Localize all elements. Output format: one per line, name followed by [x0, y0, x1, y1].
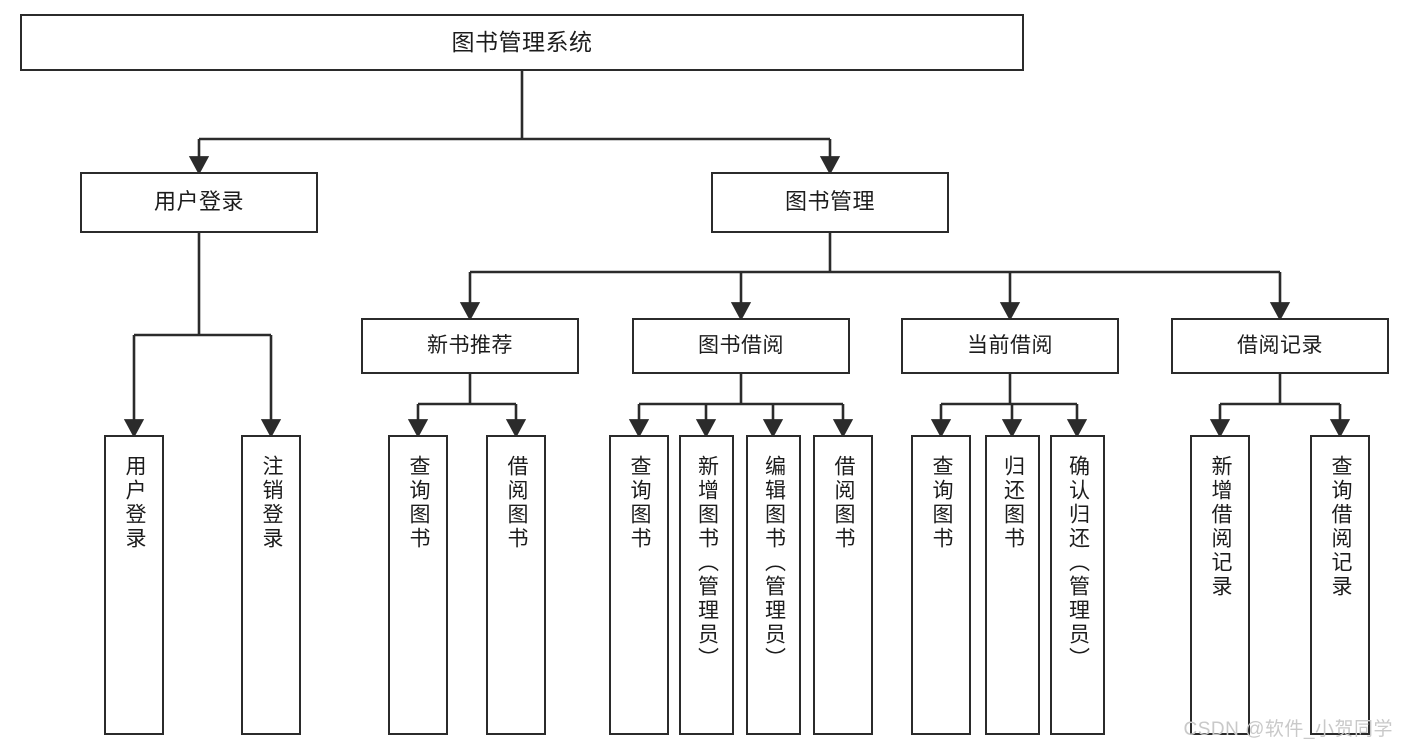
leaf-edit-book[interactable]: 编辑图书（管理员）: [746, 435, 801, 735]
node-new-book-recommend[interactable]: 新书推荐: [361, 318, 579, 374]
node-borrow-record[interactable]: 借阅记录: [1171, 318, 1389, 374]
leaf-query-book-1-label: 查询图书: [407, 455, 431, 551]
leaf-add-record[interactable]: 新增借阅记录: [1190, 435, 1250, 735]
leaf-return-book-label: 归还图书: [1001, 455, 1025, 551]
node-new-book-recommend-label: 新书推荐: [427, 333, 513, 357]
leaf-user-login-label: 用户登录: [123, 455, 147, 551]
leaf-edit-book-label: 编辑图书（管理员）: [762, 455, 786, 671]
leaf-user-login[interactable]: 用户登录: [104, 435, 164, 735]
node-user-login[interactable]: 用户登录: [80, 172, 318, 233]
leaf-borrow-book-2[interactable]: 借阅图书: [813, 435, 873, 735]
leaf-add-record-label: 新增借阅记录: [1209, 455, 1233, 599]
leaf-query-record-label: 查询借阅记录: [1329, 455, 1353, 599]
watermark: CSDN @软件_小贺同学: [1183, 719, 1393, 740]
leaf-add-book-label: 新增图书（管理员）: [695, 455, 719, 671]
node-book-borrow-label: 图书借阅: [698, 333, 784, 357]
leaf-query-book-3[interactable]: 查询图书: [911, 435, 971, 735]
leaf-query-record[interactable]: 查询借阅记录: [1310, 435, 1370, 735]
node-user-login-label: 用户登录: [153, 189, 244, 215]
node-current-borrow[interactable]: 当前借阅: [901, 318, 1119, 374]
node-root-label: 图书管理系统: [451, 28, 593, 55]
leaf-logout-login[interactable]: 注销登录: [241, 435, 301, 735]
leaf-query-book-2[interactable]: 查询图书: [609, 435, 669, 735]
node-book-manage[interactable]: 图书管理: [711, 172, 949, 233]
leaf-add-book[interactable]: 新增图书（管理员）: [679, 435, 734, 735]
leaf-borrow-book-2-label: 借阅图书: [832, 455, 856, 551]
leaf-borrow-book-1-label: 借阅图书: [505, 455, 529, 551]
node-book-manage-label: 图书管理: [784, 189, 875, 215]
leaf-logout-login-label: 注销登录: [260, 455, 284, 551]
leaf-return-book[interactable]: 归还图书: [985, 435, 1040, 735]
node-root[interactable]: 图书管理系统: [20, 14, 1024, 71]
leaf-query-book-3-label: 查询图书: [930, 455, 954, 551]
leaf-query-book-2-label: 查询图书: [628, 455, 652, 551]
node-book-borrow[interactable]: 图书借阅: [632, 318, 850, 374]
node-borrow-record-label: 借阅记录: [1237, 333, 1323, 357]
leaf-confirm-return-label: 确认归还（管理员）: [1066, 455, 1090, 671]
leaf-query-book-1[interactable]: 查询图书: [388, 435, 448, 735]
leaf-borrow-book-1[interactable]: 借阅图书: [486, 435, 546, 735]
leaf-confirm-return[interactable]: 确认归还（管理员）: [1050, 435, 1105, 735]
node-current-borrow-label: 当前借阅: [967, 333, 1053, 357]
